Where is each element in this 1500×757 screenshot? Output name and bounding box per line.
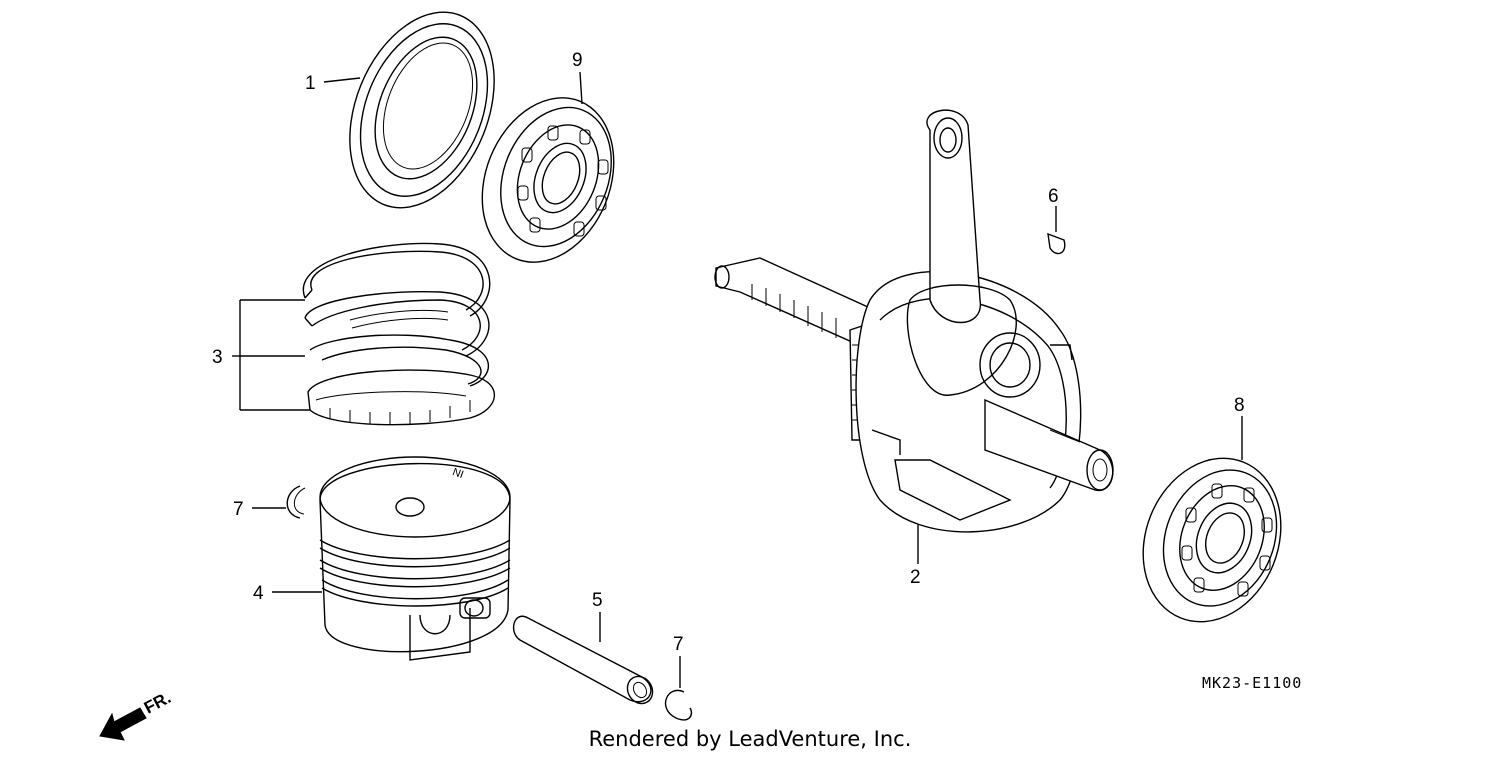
- callout-8: 8: [1234, 395, 1245, 416]
- callout-6: 6: [1048, 186, 1059, 207]
- piston-ring-set: [302, 242, 496, 426]
- piston-pin-clip-bottom: [664, 689, 693, 721]
- oil-seal: [349, 11, 495, 209]
- callout-3: 3: [212, 347, 223, 368]
- leader-line-1: [323, 77, 361, 83]
- piston-pin-clip-left: [286, 485, 301, 519]
- callout-4: 4: [253, 583, 264, 604]
- leader-line-9: [579, 71, 583, 105]
- callout-5: 5: [592, 590, 603, 611]
- callout-9: 9: [572, 50, 583, 71]
- callout-1: 1: [305, 73, 316, 94]
- piston-pin: [512, 615, 654, 705]
- ball-bearing-top: [481, 97, 615, 263]
- woodruff-key: [1047, 232, 1066, 255]
- credit-text: Rendered by LeadVenture, Inc.: [589, 727, 912, 751]
- crankshaft: [714, 109, 1114, 533]
- svg-text:IN: IN: [451, 465, 465, 480]
- callout-7-left: 7: [233, 499, 244, 520]
- leader-bracket-3: [232, 299, 310, 411]
- diagram-code: MK23-E1100: [1202, 674, 1302, 692]
- front-arrow-icon: [99, 707, 147, 741]
- piston: IN: [319, 456, 511, 661]
- front-direction-label: FR.: [141, 688, 174, 718]
- ball-bearing-right: [1142, 457, 1282, 623]
- callout-2: 2: [910, 567, 921, 588]
- callout-7-bottom: 7: [673, 634, 684, 655]
